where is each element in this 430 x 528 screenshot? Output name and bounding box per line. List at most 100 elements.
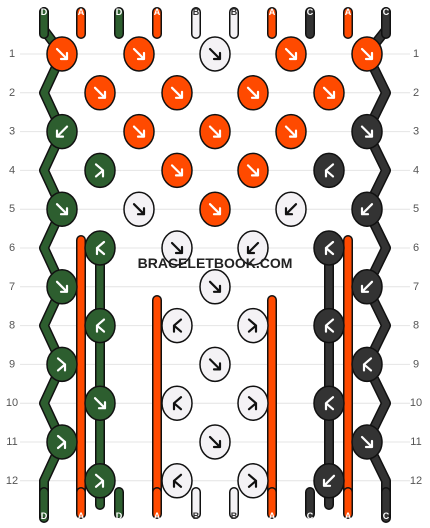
knot-body	[313, 152, 345, 189]
down-right-arrow-icon	[170, 86, 184, 99]
knot-body	[237, 307, 269, 344]
knot-body	[313, 385, 345, 421]
top-strand-label: A	[269, 7, 276, 17]
row-number-left: 4	[9, 164, 15, 176]
knot	[351, 191, 383, 227]
left-down-arrow-icon	[172, 473, 183, 488]
row-number-right: 7	[413, 281, 419, 293]
down-right-arrow-icon	[170, 164, 184, 177]
knot	[161, 307, 193, 344]
bottom-strand-label: C	[383, 511, 390, 521]
knot	[123, 113, 155, 150]
down-right-arrow-icon	[170, 241, 184, 255]
top-strand-label: A	[345, 7, 352, 17]
knot	[237, 152, 269, 189]
top-strand-label: D	[41, 7, 48, 17]
down-left-arrow-icon	[246, 241, 260, 255]
watermark: BRACELETBOOK.COM	[138, 255, 293, 271]
left-down-arrow-icon	[95, 318, 106, 333]
knot	[313, 307, 345, 344]
down-right-arrow-icon	[93, 86, 107, 99]
down-right-arrow-icon	[55, 47, 69, 61]
knot-body	[161, 307, 193, 344]
bottom-strand-label: D	[41, 511, 48, 521]
bottom-strand-label: A	[269, 511, 276, 521]
down-right-arrow-icon	[322, 86, 336, 99]
row-number-left: 5	[9, 203, 15, 215]
knot	[237, 385, 269, 421]
down-right-arrow-icon	[284, 125, 298, 138]
knot	[84, 152, 116, 189]
top-strand-label: C	[307, 7, 314, 17]
top-strand-label: B	[193, 7, 200, 17]
down-right-arrow-icon	[208, 280, 222, 293]
knot-body	[46, 424, 78, 460]
row-number-right: 6	[413, 242, 419, 254]
down-left-arrow-icon	[360, 280, 374, 293]
knot	[237, 75, 269, 111]
knot	[46, 191, 78, 227]
row-number-left: 1	[9, 48, 15, 60]
knot	[351, 269, 383, 305]
right-down-arrow-icon	[247, 396, 258, 411]
row-number-right: 4	[413, 164, 419, 176]
down-right-arrow-icon	[360, 47, 374, 61]
knot	[313, 385, 345, 421]
down-right-arrow-icon	[132, 47, 146, 61]
knot	[46, 36, 78, 72]
knot	[161, 230, 193, 266]
knot-body	[313, 230, 345, 266]
knot	[351, 113, 383, 150]
down-right-arrow-icon	[246, 86, 260, 99]
knot	[46, 269, 78, 305]
knot	[199, 269, 231, 305]
knot	[84, 463, 116, 499]
down-left-arrow-icon	[284, 203, 298, 216]
knot	[123, 191, 155, 227]
row-number-right: 11	[410, 436, 421, 448]
knot	[46, 113, 78, 150]
down-right-arrow-icon	[208, 358, 222, 371]
row-number-left: 2	[9, 87, 15, 99]
row-number-right: 8	[413, 320, 419, 332]
right-down-arrow-icon	[94, 163, 105, 178]
down-right-arrow-icon	[55, 280, 69, 293]
knot	[351, 424, 383, 460]
top-strand-label: C	[383, 7, 390, 17]
left-down-arrow-icon	[324, 396, 335, 411]
row-number-right: 10	[410, 397, 422, 409]
knot	[161, 385, 193, 421]
knot-body	[161, 385, 193, 421]
down-right-arrow-icon	[208, 47, 222, 61]
knot-body	[84, 230, 116, 266]
row-number-right: 9	[413, 358, 419, 370]
knot	[313, 152, 345, 189]
left-down-arrow-icon	[172, 396, 183, 411]
bottom-strand-label: A	[345, 511, 352, 521]
down-right-arrow-icon	[132, 125, 146, 138]
row-number-right: 5	[413, 203, 419, 215]
right-down-arrow-icon	[56, 357, 67, 372]
knot	[84, 75, 116, 111]
knot-body	[237, 463, 269, 499]
knot	[237, 230, 269, 266]
knot	[313, 230, 345, 266]
bottom-strand-label: B	[231, 511, 238, 521]
row-number-left: 11	[6, 436, 17, 448]
row-number-left: 3	[9, 126, 15, 138]
down-right-arrow-icon	[55, 203, 69, 216]
knot-body	[84, 152, 116, 189]
bottom-strand-label: A	[154, 511, 161, 521]
down-right-arrow-icon	[360, 435, 374, 449]
down-right-arrow-icon	[208, 435, 222, 449]
knot	[199, 191, 231, 227]
knot	[275, 191, 307, 227]
knot	[237, 307, 269, 344]
knot	[313, 463, 345, 499]
row-number-left: 7	[9, 281, 15, 293]
knot	[199, 424, 231, 460]
knot-body	[351, 346, 383, 383]
right-down-arrow-icon	[56, 434, 67, 450]
knot	[84, 230, 116, 266]
